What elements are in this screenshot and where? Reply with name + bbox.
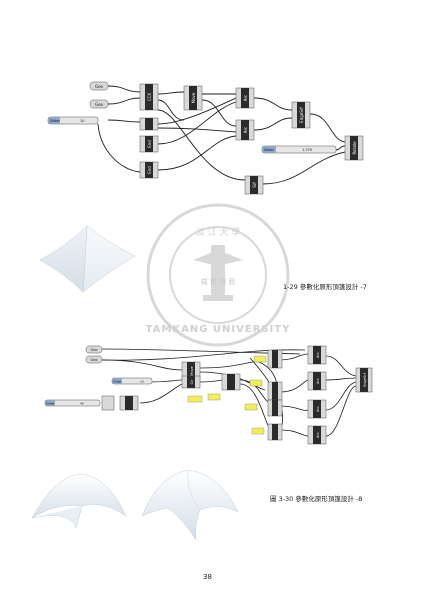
circle-node[interactable]: Cir [181, 375, 201, 389]
edgesrf-node[interactable]: EdgeSrf [291, 101, 311, 129]
divide-node[interactable] [221, 373, 241, 391]
watermark-seal-top: 淡 江 大 學 [196, 226, 241, 238]
svg-text:Move: Move [190, 366, 194, 375]
yellow-panel-4[interactable] [249, 379, 263, 387]
arc-node-4[interactable]: Arc [307, 371, 327, 391]
ccx-node[interactable]: CCX [139, 83, 159, 111]
small-node-1[interactable] [101, 395, 115, 411]
rotate-node[interactable]: Rotate [344, 135, 364, 161]
svg-text:Arc: Arc [316, 406, 320, 412]
yellow-panel-3[interactable] [253, 355, 267, 363]
geo-node-1[interactable]: Geo [89, 81, 109, 91]
vault-canopy-render-1 [31, 473, 127, 529]
node-mid-1[interactable] [267, 349, 283, 369]
svg-text:40: 40 [80, 402, 84, 406]
number-slider-2[interactable]: Slider 1.370 [261, 145, 337, 154]
small-node-2[interactable] [119, 395, 139, 411]
svg-text:End: End [147, 140, 152, 148]
watermark-text: TAMKANG UNIVERSITY [146, 324, 291, 335]
svg-text:Arc: Arc [316, 432, 320, 438]
svg-text:Slider: Slider [50, 119, 61, 123]
move-node[interactable]: Move [183, 85, 203, 111]
end-node-1[interactable]: End [139, 135, 159, 153]
arc-node-2[interactable]: Arc [235, 119, 255, 141]
svg-text:CCX: CCX [147, 93, 152, 102]
node-mid-4[interactable] [267, 423, 283, 441]
graph-1-wires [97, 85, 346, 185]
number-slider-1[interactable]: Slider 10 [47, 116, 99, 125]
z-node[interactable] [139, 117, 159, 131]
svg-text:Geo: Geo [95, 102, 104, 107]
grasshopper-graph-1: Geo Geo Slider 10 CCX Move [47, 81, 364, 195]
end-node-2[interactable]: End [139, 161, 159, 179]
svg-text:End: End [147, 166, 152, 174]
watermark-seal-mid: 樸 實 剛 毅 [201, 277, 236, 286]
svg-text:EdgeSrf: EdgeSrf [299, 107, 304, 123]
svg-text:Slider: Slider [46, 402, 55, 406]
node-mid-2[interactable] [267, 381, 283, 401]
watermark-seal: 淡 江 大 學 樸 實 剛 毅 TAMKANG UNIVERSITY [146, 203, 291, 347]
svg-text:10: 10 [140, 380, 144, 384]
svg-text:Rotate: Rotate [352, 141, 357, 155]
svg-text:Geo: Geo [90, 348, 97, 352]
arc-node-6[interactable]: Arc [307, 425, 327, 445]
svg-text:Slider: Slider [264, 148, 275, 152]
svg-text:Arc: Arc [316, 352, 320, 358]
svg-text:1.370: 1.370 [302, 148, 312, 152]
arc-node-3[interactable]: Arc [307, 345, 327, 365]
yellow-panel-6[interactable] [251, 427, 265, 435]
svg-text:Srf: Srf [252, 182, 257, 188]
svg-text:Arc: Arc [243, 95, 248, 102]
svg-text:Geo: Geo [95, 84, 104, 89]
vault-canopy-render-2 [141, 469, 239, 541]
number-slider-3[interactable]: Slider 10 [111, 377, 153, 385]
arc-node-5[interactable]: Arc [307, 399, 327, 419]
grasshopper-graph-2: Geo Geo Slider 10 Slider 40 [44, 345, 373, 445]
svg-text:Slider: Slider [113, 380, 122, 384]
edgesrf-node-2[interactable]: EdgeSrf [355, 367, 373, 393]
yellow-panel-5[interactable] [244, 403, 258, 411]
yellow-panel-1[interactable] [187, 395, 203, 403]
svg-text:Arc: Arc [316, 378, 320, 384]
move-node-2[interactable]: Move [181, 361, 201, 381]
geo-node-3[interactable]: Geo [85, 345, 103, 354]
svg-text:Move: Move [191, 92, 196, 103]
svg-text:EdgeSrf: EdgeSrf [363, 372, 367, 386]
geo-node-4[interactable]: Geo [85, 355, 103, 364]
figure-1-caption: 1-29 參數化原形頂篷設計 -7 [283, 283, 367, 291]
page-number: 38 [203, 573, 212, 581]
svg-text:10: 10 [80, 119, 84, 123]
svg-text:Cir: Cir [190, 379, 194, 384]
node-mid-3[interactable] [267, 399, 283, 417]
geo-node-2[interactable]: Geo [89, 99, 109, 109]
figure-2-caption: 圖 3-30 參數化原形頂篷設計 -8 [270, 495, 363, 503]
pyramid-canopy-render [39, 225, 136, 293]
yellow-panel-2[interactable] [207, 393, 221, 401]
svg-text:Arc: Arc [243, 127, 248, 134]
srf-node[interactable]: Srf [244, 175, 264, 195]
arc-node-1[interactable]: Arc [235, 87, 255, 109]
number-slider-4[interactable]: Slider 40 [44, 399, 101, 407]
svg-text:Geo: Geo [90, 358, 97, 362]
